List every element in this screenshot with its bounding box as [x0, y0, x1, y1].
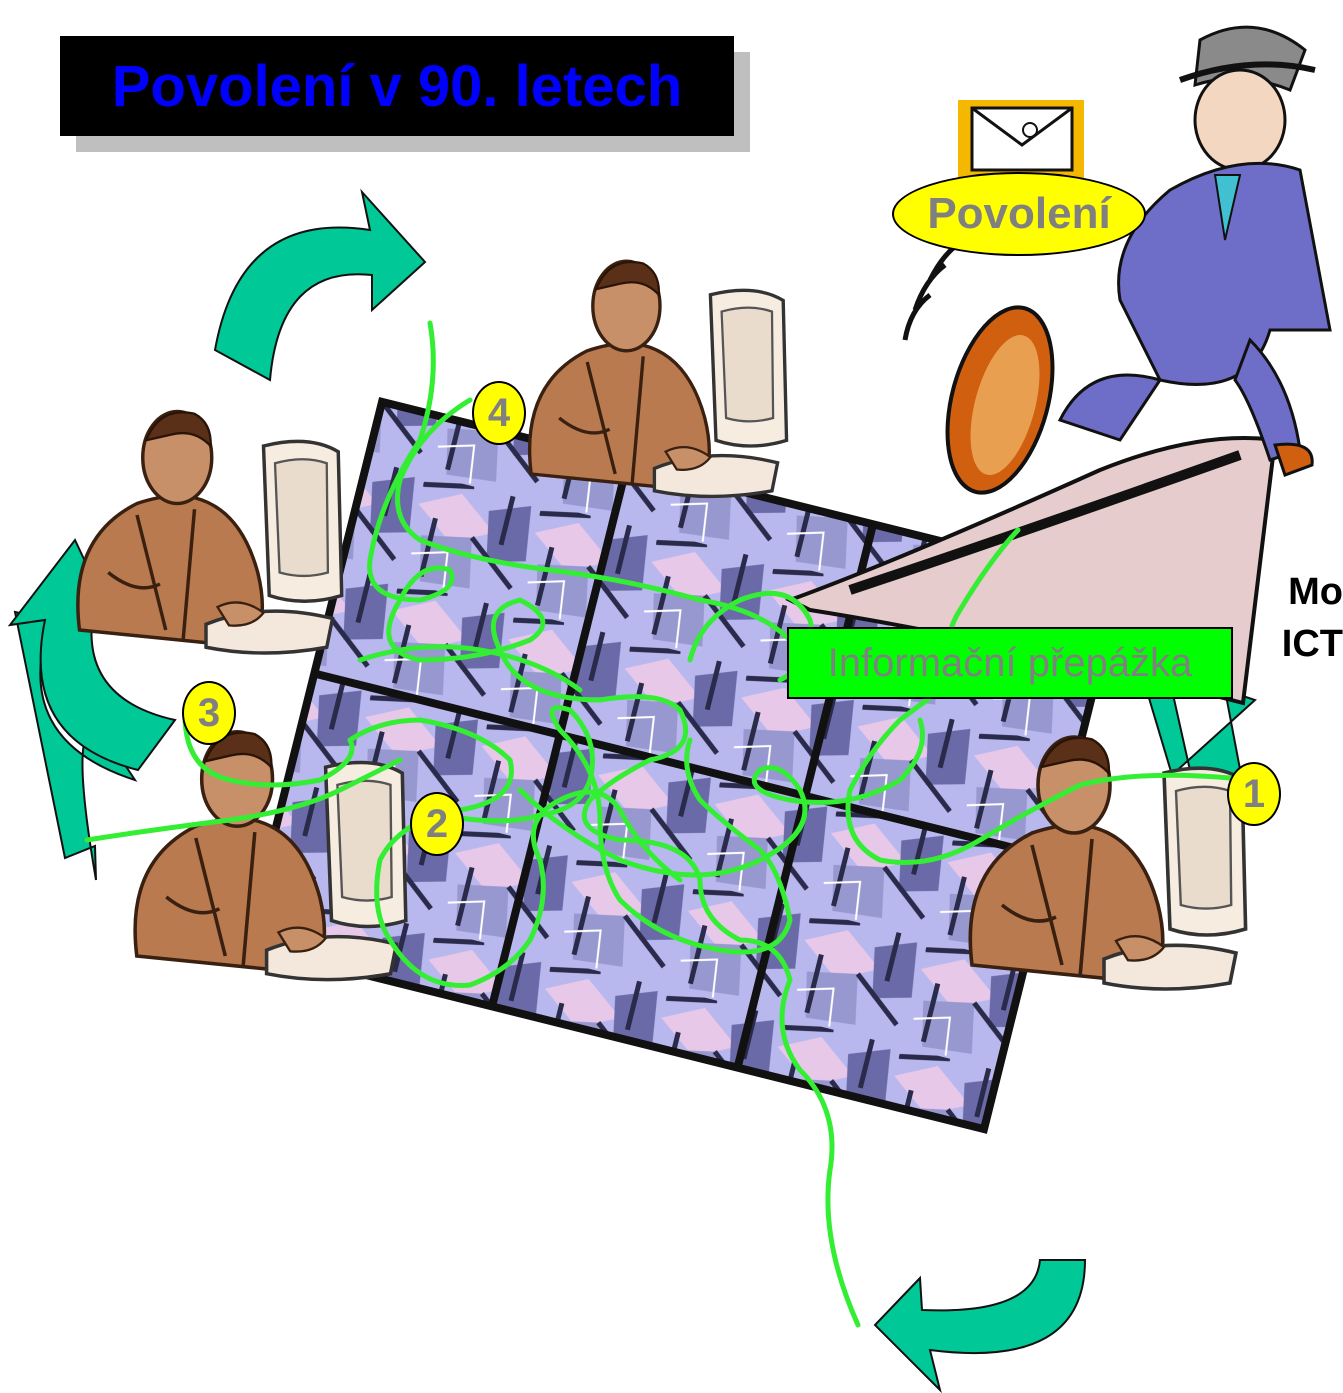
clerk-at-computer-icon — [78, 412, 342, 654]
step-2-badge: 2 — [410, 792, 464, 856]
step-number: 3 — [198, 691, 220, 736]
permit-label-text: Povolení — [927, 189, 1110, 239]
info-desk-label-text: Informační přepážka — [828, 641, 1193, 686]
step-1-badge: 1 — [1227, 762, 1281, 826]
info-desk-label: Informační přepážka — [787, 627, 1233, 699]
step-4-badge: 4 — [472, 381, 526, 445]
step-3-badge: 3 — [182, 681, 236, 745]
step-number: 1 — [1243, 772, 1265, 817]
walking-official-icon — [905, 27, 1330, 504]
cut-off-text-line: ICT — [1282, 618, 1343, 670]
title-box: Povolení v 90. letech — [60, 36, 734, 136]
curved-arrow-icon — [215, 192, 425, 380]
permit-label: Povolení — [892, 172, 1146, 256]
clerk-at-computer-icon — [135, 732, 406, 980]
curved-arrow-icon — [875, 1260, 1085, 1390]
step-number: 4 — [488, 391, 510, 436]
clerk-at-computer-icon — [530, 261, 787, 496]
cut-off-text: Mo ICT — [1282, 566, 1343, 670]
page-title: Povolení v 90. letech — [112, 53, 683, 120]
step-number: 2 — [426, 802, 448, 847]
cut-off-text-line: Mo — [1282, 566, 1343, 618]
